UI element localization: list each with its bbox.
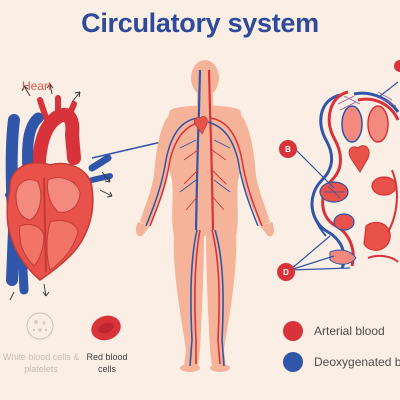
- heart-illustration: [5, 83, 197, 301]
- organ-marker-d: D: [277, 263, 295, 281]
- white-blood-cells-illustration: [26, 312, 54, 340]
- red-blood-cells-caption: Red blood cells: [86, 352, 128, 374]
- diagram-title: Circulatory system: [81, 8, 319, 38]
- organ-marker-partial: [394, 60, 400, 72]
- organ-marker-d-letter: D: [283, 268, 289, 277]
- organ-marker-b-letter: B: [285, 145, 291, 154]
- organ-circulation-diagram: [289, 81, 400, 271]
- legend-arterial-swatch: [283, 321, 303, 341]
- human-body-illustration: [135, 60, 275, 372]
- heart-label: Heart: [22, 79, 52, 93]
- legend-deoxygenated-swatch: [283, 352, 303, 372]
- legend-deoxygenated-label: Deoxygenated b: [314, 355, 400, 369]
- organ-marker-b: B: [279, 140, 297, 158]
- red-blood-cell-illustration: [91, 315, 121, 341]
- white-blood-cells-caption: White blood cells & platelets: [2, 352, 80, 374]
- legend-arterial-label: Arterial blood: [314, 324, 385, 338]
